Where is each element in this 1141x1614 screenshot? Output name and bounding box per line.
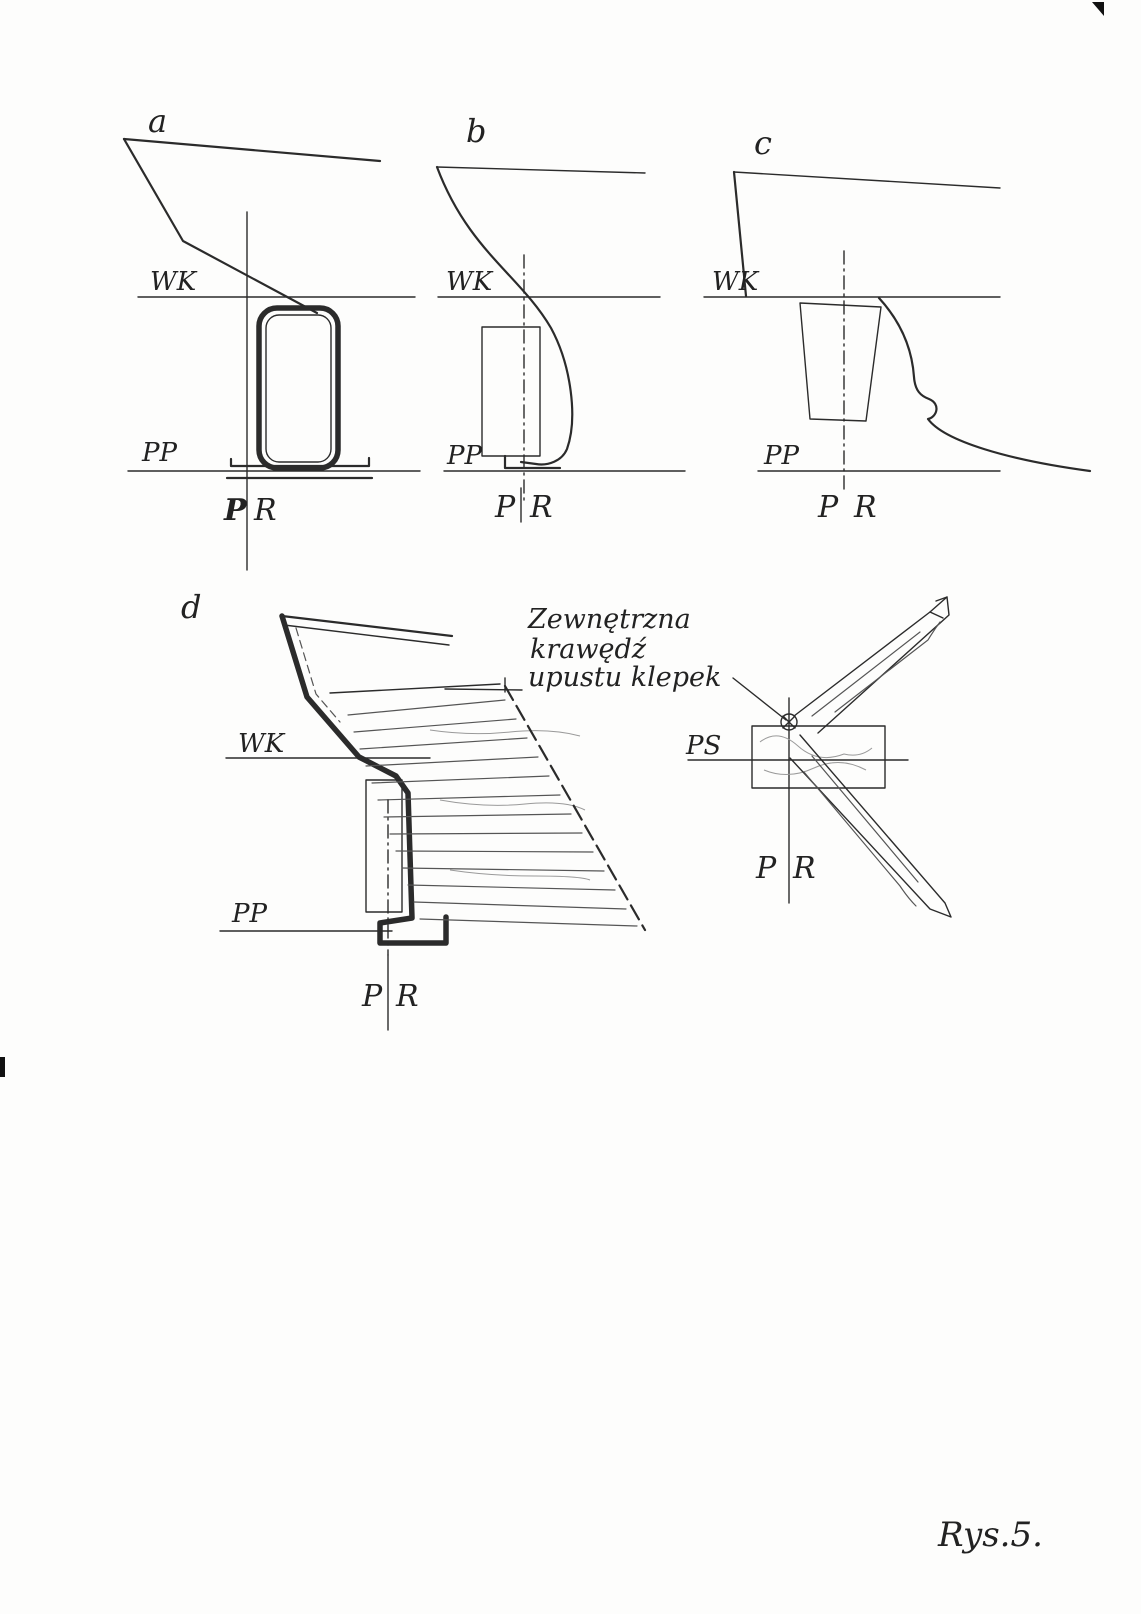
- figure-d-planking-strakes: [347, 699, 638, 927]
- propeller-ps-label: PS: [685, 731, 721, 761]
- annotation-line-1: Zewnętrzna: [527, 604, 691, 635]
- propeller-shaft-cross: [782, 715, 796, 729]
- figure-d-wk-label: WK: [238, 729, 286, 759]
- figure-c-label: c: [754, 124, 772, 162]
- figure-b-label: b: [466, 112, 486, 150]
- figure-d-stern-outline: [279, 613, 449, 946]
- figure-b-stern-profile: [435, 165, 574, 466]
- figure-c-deck-line: [733, 171, 1001, 189]
- scan-artifact-left-edge: [0, 1057, 5, 1077]
- figure-d-annotation: Zewnętrzna krawędź upustu klepek: [444, 604, 787, 721]
- figure-b-pp-label: PP: [446, 441, 482, 471]
- figure-caption: Rys.5.: [937, 1515, 1043, 1555]
- figure-d-deck-line-outer: [280, 614, 454, 638]
- figure-c-p-label: P: [817, 490, 839, 525]
- figure-c: c WK PP P R: [703, 124, 1092, 525]
- figure-c-pp-label: PP: [763, 441, 799, 471]
- annotation-line-3: upustu klepek: [528, 662, 721, 693]
- figure-b-r-label: R: [529, 490, 553, 525]
- figure-a-wk-label: WK: [150, 267, 198, 297]
- figure-b-heel: [503, 454, 562, 470]
- figure-a-label: a: [148, 102, 167, 140]
- figure-b-deck-line: [436, 166, 646, 174]
- propeller-upper-blade: [793, 596, 950, 734]
- figure-d: d WK: [181, 588, 787, 1031]
- annotation-line-2: krawędź: [530, 634, 647, 665]
- figure-propeller: PS P R: [685, 596, 952, 918]
- figure-a-deck-line: [122, 137, 382, 163]
- propeller-shaft-center: [780, 713, 798, 731]
- figure-d-pp-label: PP: [231, 899, 267, 929]
- figure-a-heel-top: [229, 456, 371, 468]
- figure-a-sternframe: [256, 305, 341, 471]
- scan-artifact-top-right: [1092, 2, 1104, 16]
- propeller-hub-sketch: [759, 735, 873, 775]
- annotation-leader-left: [444, 688, 523, 691]
- figure-b: b WK PP P R: [435, 112, 686, 525]
- figure-c-r-label: R: [853, 490, 877, 525]
- figure-c-rudder: [799, 302, 882, 422]
- annotation-leader-right: [732, 677, 787, 721]
- figure-d-plank-outer-edge-line: [503, 684, 647, 932]
- propeller-r-label: R: [792, 851, 816, 886]
- figure-a-p-label: P: [223, 493, 248, 528]
- figure-b-wk-label: WK: [446, 267, 494, 297]
- figure-d-p-label: P: [361, 979, 383, 1014]
- figure-c-wk-label: WK: [712, 267, 760, 297]
- figure-c-stern-edge: [732, 170, 748, 298]
- figure-b-sternpost: [481, 326, 541, 457]
- figure-a-pp-label: PP: [141, 438, 177, 468]
- propeller-p-label: P: [755, 851, 777, 886]
- figure-d-sternpost: [365, 779, 403, 913]
- figure-a-sternframe-inner: [265, 314, 332, 463]
- figure-d-inner-dashed: [295, 627, 341, 723]
- figure-d-planking-top-edge: [329, 683, 501, 694]
- figure-d-r-label: R: [395, 979, 419, 1014]
- figure-a-r-label: R: [253, 493, 277, 528]
- figure-c-hull-curve: [877, 296, 1092, 473]
- figure-a: a WK PP P R: [122, 102, 421, 571]
- figure-a-stern-profile: [122, 137, 319, 315]
- figure-b-p-label: P: [494, 490, 516, 525]
- figure-d-label: d: [181, 588, 201, 626]
- propeller-lower-blade: [789, 734, 952, 918]
- figure-d-deck-line-inner: [283, 624, 450, 646]
